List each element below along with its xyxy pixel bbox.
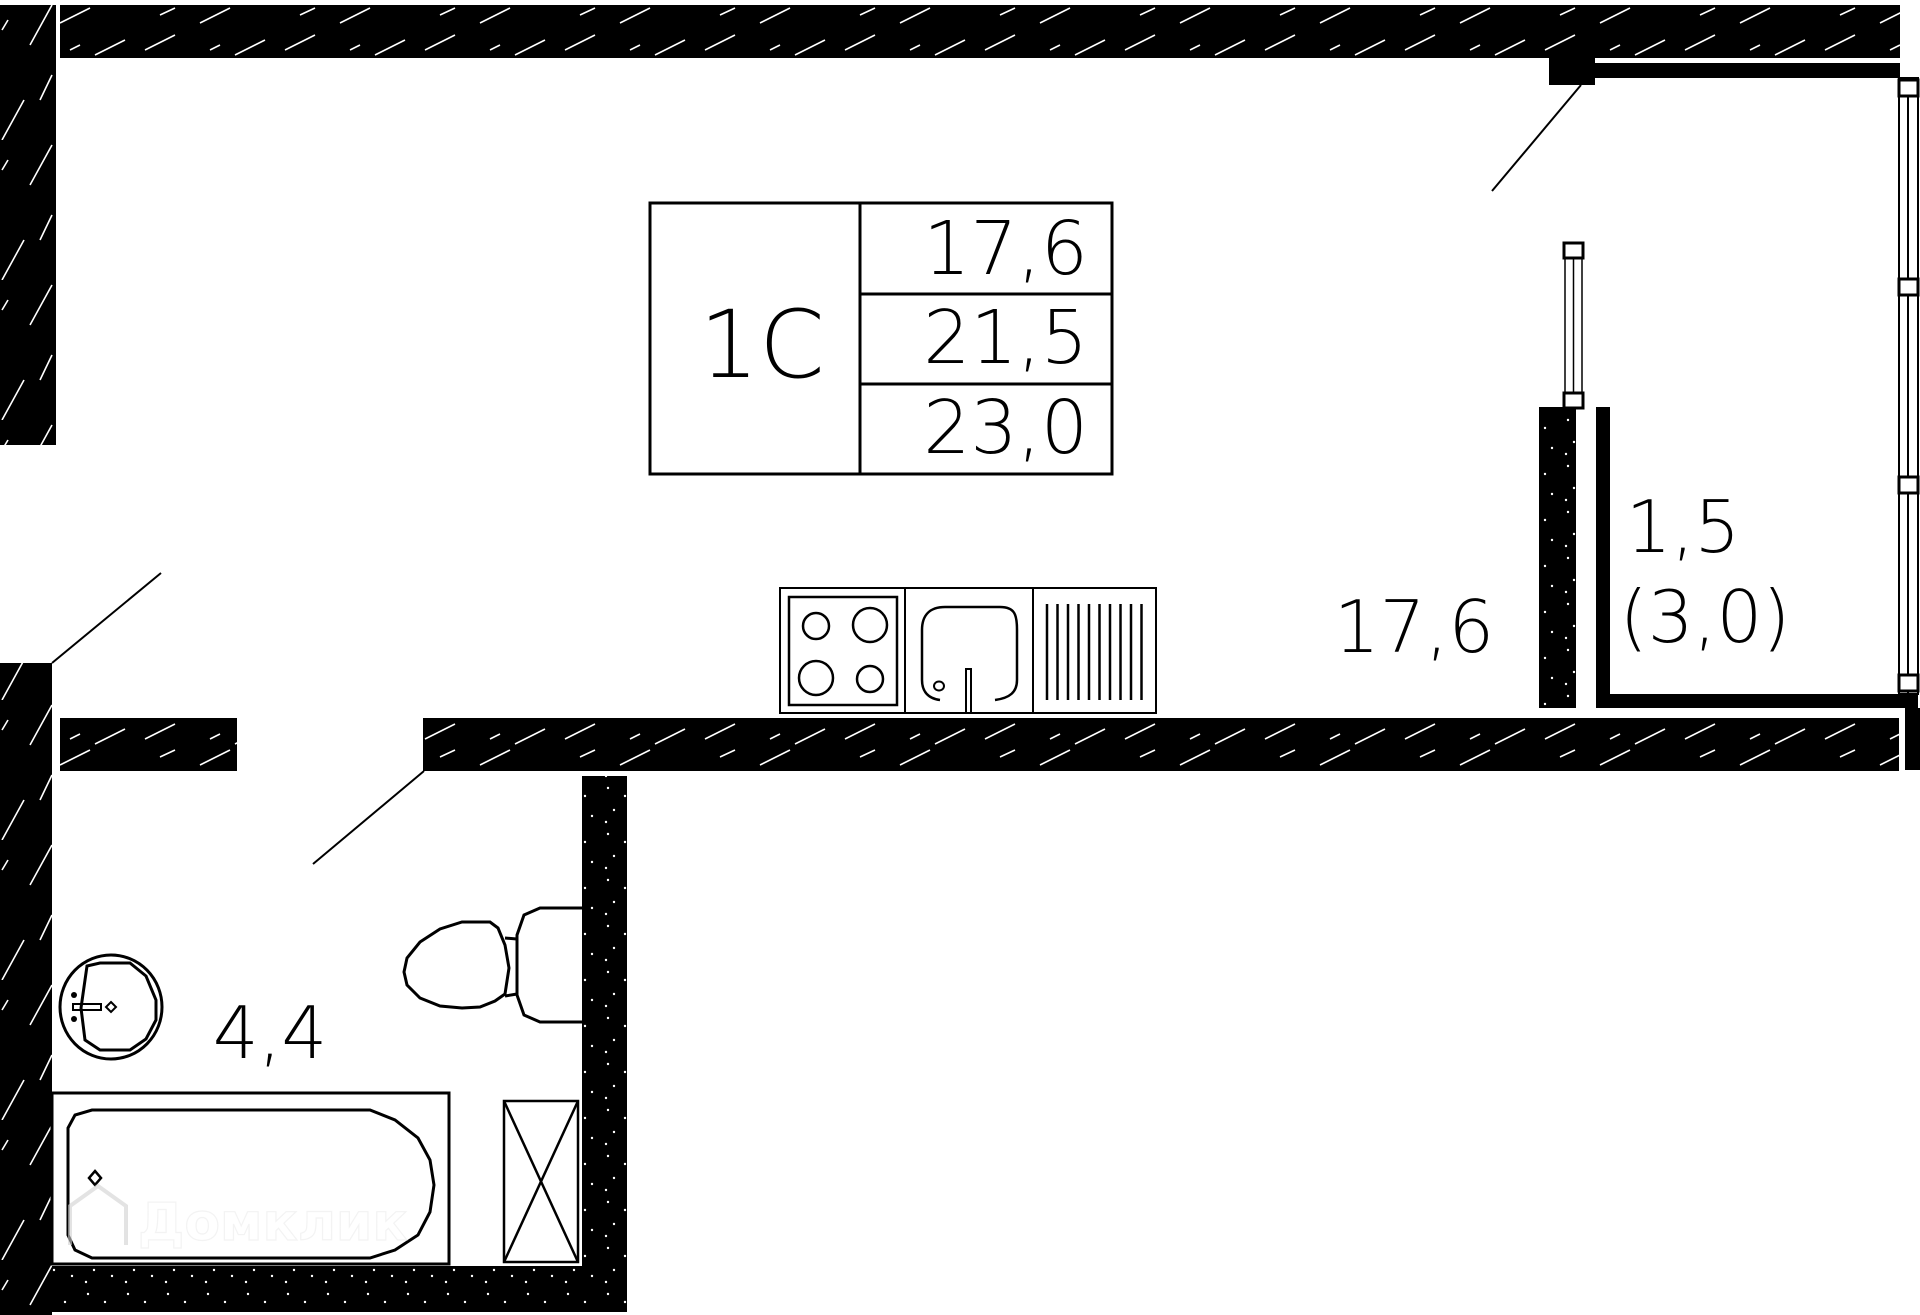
room-area-balcony-reduced: (3,0) — [1620, 575, 1791, 659]
wall-bathroom-bottom — [52, 1266, 627, 1312]
window-post — [1897, 78, 1920, 98]
balcony-rail-top — [1595, 63, 1900, 78]
wall-left-lower — [0, 663, 52, 1315]
room-area-balcony: 1,5 — [1626, 485, 1741, 569]
toilet-icon — [402, 906, 582, 1024]
watermark: Домклик — [68, 1183, 408, 1254]
apartment-type-label: 1С — [699, 291, 824, 400]
area-without-balcony-value: 21,5 — [923, 295, 1088, 381]
wall-left-upper — [0, 5, 56, 445]
balcony-wall-bottom — [1596, 694, 1918, 708]
window-post — [1897, 277, 1920, 297]
room-area-bathroom: 4,4 — [213, 991, 328, 1075]
walls — [0, 5, 1920, 1315]
balcony-wall-left — [1596, 407, 1610, 708]
kitchen-unit — [779, 587, 1157, 714]
bathroom-door-swing — [312, 770, 425, 865]
wall-middle-long — [423, 718, 1899, 771]
stove-icon — [787, 595, 899, 707]
wall-entrance-short — [60, 718, 237, 771]
countertop-drainer-icon — [1045, 604, 1143, 700]
washbasin-icon — [58, 953, 164, 1061]
total-area-value: 23,0 — [923, 385, 1088, 471]
watermark-text: Домклик — [138, 1193, 408, 1253]
window-post — [1897, 673, 1920, 693]
house-logo-icon — [68, 1183, 128, 1245]
doors — [51, 84, 1582, 865]
balcony-door-swing — [1491, 84, 1582, 192]
living-area-value: 17,6 — [923, 206, 1088, 292]
entrance-door-swing — [51, 572, 162, 664]
bathtub-icon — [50, 1091, 451, 1266]
wall-balcony-partition — [1539, 407, 1576, 708]
wall-right-edge — [1905, 708, 1920, 770]
kitchen-sink-icon — [920, 605, 1019, 714]
wall-column-block — [1549, 58, 1595, 85]
ventilation-shaft-icon — [502, 1099, 580, 1264]
wall-top — [60, 5, 1900, 58]
wall-bathroom-partition — [582, 776, 627, 1312]
area-info-table: 1С 17,6 21,5 23,0 — [648, 201, 1114, 476]
balcony-window — [1897, 77, 1920, 695]
interior-window — [1562, 241, 1585, 410]
room-area-living: 17,6 — [1334, 585, 1494, 669]
window-post — [1897, 475, 1920, 495]
